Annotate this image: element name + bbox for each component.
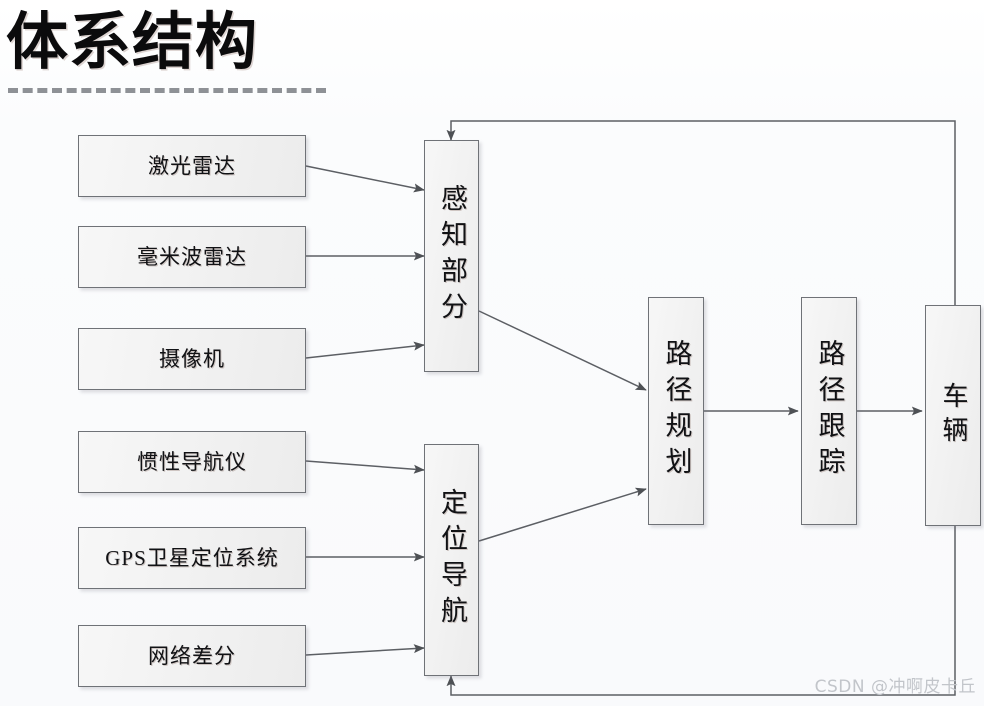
- node-path-planning-label: 路径规划: [661, 339, 692, 483]
- title-divider: [8, 88, 326, 93]
- edge-camera-perception: [305, 341, 425, 359]
- node-inertial-navigation[interactable]: 惯性导航仪: [78, 431, 306, 493]
- node-camera-label: 摄像机: [159, 346, 225, 371]
- node-localization[interactable]: 定位导航: [424, 444, 479, 676]
- node-gps-positioning[interactable]: GPS卫星定位系统: [78, 527, 306, 589]
- edge-vehicle-localization-feedback: [446, 526, 956, 696]
- csdn-watermark: CSDN @冲啊皮卡丘: [814, 677, 976, 697]
- edge-vehicle-perception-feedback: [446, 120, 956, 305]
- page-title: 体系结构: [6, 5, 259, 78]
- node-path-tracking[interactable]: 路径跟踪: [801, 297, 857, 525]
- node-inertial-navigation-label: 惯性导航仪: [137, 449, 247, 474]
- node-vehicle[interactable]: 车辆: [925, 305, 981, 526]
- node-mmwave-radar[interactable]: 毫米波雷达: [78, 226, 306, 288]
- node-camera[interactable]: 摄像机: [78, 328, 306, 390]
- node-perception-label: 感知部分: [437, 184, 467, 328]
- node-lidar[interactable]: 激光雷达: [78, 135, 306, 197]
- node-mmwave-radar-label: 毫米波雷达: [137, 244, 247, 269]
- node-path-tracking-label: 路径跟踪: [814, 339, 845, 483]
- edge-rtk-localization: [305, 644, 425, 656]
- edge-lidar-perception: [305, 165, 425, 193]
- title-block: 体系结构: [6, 2, 346, 102]
- node-vehicle-label: 车辆: [939, 381, 968, 450]
- edge-localization-planning: [478, 487, 647, 542]
- edge-perception-planning: [478, 310, 647, 391]
- node-network-rtk-label: 网络差分: [148, 643, 236, 668]
- node-gps-positioning-label: GPS卫星定位系统: [105, 545, 279, 570]
- edge-ins-localization: [305, 460, 425, 474]
- node-network-rtk[interactable]: 网络差分: [78, 625, 306, 687]
- node-localization-label: 定位导航: [437, 488, 467, 632]
- node-perception[interactable]: 感知部分: [424, 140, 479, 372]
- node-lidar-label: 激光雷达: [148, 153, 236, 178]
- node-path-planning[interactable]: 路径规划: [648, 297, 704, 525]
